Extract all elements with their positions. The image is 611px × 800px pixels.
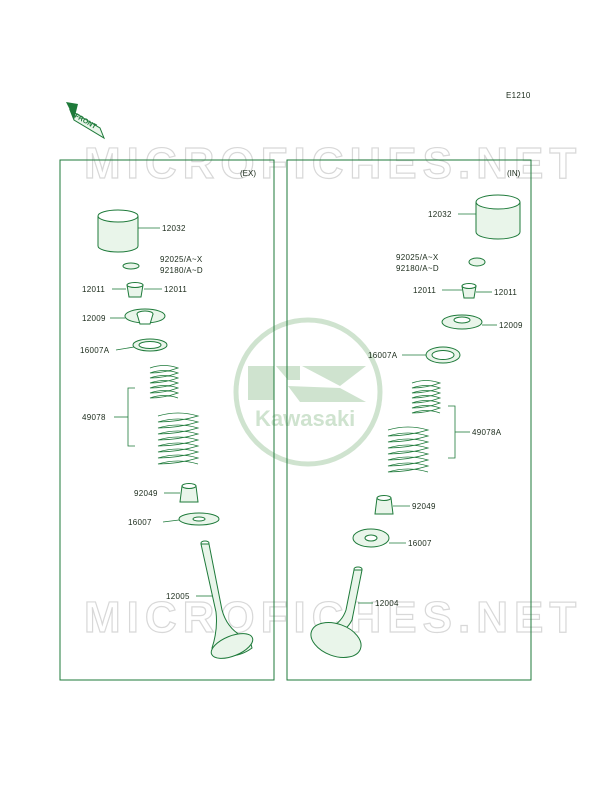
intake-panel-frame xyxy=(286,159,532,681)
ex-retainer-label: 12009 xyxy=(82,314,106,323)
ex-stem-seal-part xyxy=(179,483,199,503)
intake-panel-title: (IN) xyxy=(507,169,521,178)
ex-retainer-part xyxy=(124,308,166,325)
in-shim-label-b: 92180/A~D xyxy=(396,264,439,273)
ex-shim-label-a: 92025/A~X xyxy=(160,255,203,264)
ex-stem-seal-label: 92049 xyxy=(134,489,158,498)
in-outer-spring-part xyxy=(387,426,430,473)
in-shim-part xyxy=(468,257,486,267)
ex-shim-part xyxy=(122,262,140,270)
ex-valve-part xyxy=(200,540,254,659)
front-arrow-icon: FRONT xyxy=(66,102,106,140)
ex-valve-label: 12005 xyxy=(166,592,190,601)
ex-keeper-label-right: 12011 xyxy=(164,285,187,294)
ex-keeper-part xyxy=(126,282,144,298)
ex-lower-seat-part xyxy=(178,512,220,526)
ex-upper-seat-label: 16007A xyxy=(80,346,110,355)
exhaust-panel-frame xyxy=(59,159,275,681)
in-tappet-label: 12032 xyxy=(428,210,452,219)
in-upper-seat-label: 16007A xyxy=(368,351,398,360)
ex-outer-spring-part xyxy=(157,412,200,465)
in-stem-seal-part xyxy=(374,495,394,515)
watermark-top: MICROFICHES.NET xyxy=(84,139,582,188)
in-keeper-label-left: 12011 xyxy=(413,286,436,295)
in-lower-seat-label: 16007 xyxy=(408,539,432,548)
ex-lower-seat-label: 16007 xyxy=(128,518,152,527)
in-valve-label: 12004 xyxy=(375,599,399,608)
in-tappet-part xyxy=(475,194,521,240)
ex-shim-label-b: 92180/A~D xyxy=(160,266,203,275)
kawasaki-logo-icon: Kawasaki xyxy=(233,317,383,467)
ex-tappet-label: 12032 xyxy=(162,224,186,233)
diagram-code: E1210 xyxy=(506,91,531,100)
in-valve-part xyxy=(310,566,363,658)
in-retainer-label: 12009 xyxy=(499,321,523,330)
exhaust-panel-title: (EX) xyxy=(240,169,256,178)
in-spring-label: 49078A xyxy=(472,428,502,437)
ex-inner-spring-part xyxy=(149,365,180,399)
in-keeper-part xyxy=(461,283,477,299)
ex-keeper-label-left: 12011 xyxy=(82,285,105,294)
in-retainer-part xyxy=(441,314,483,330)
in-inner-spring-part xyxy=(411,380,442,414)
in-shim-label-a: 92025/A~X xyxy=(396,253,439,262)
ex-upper-seat-part xyxy=(132,338,168,352)
in-keeper-label-right: 12011 xyxy=(494,288,517,297)
ex-tappet-part xyxy=(97,209,139,253)
in-upper-seat-part xyxy=(425,346,461,364)
logo-text: Kawasaki xyxy=(255,406,355,431)
in-lower-seat-part xyxy=(352,528,390,548)
in-stem-seal-label: 92049 xyxy=(412,502,436,511)
ex-spring-label: 49078 xyxy=(82,413,106,422)
